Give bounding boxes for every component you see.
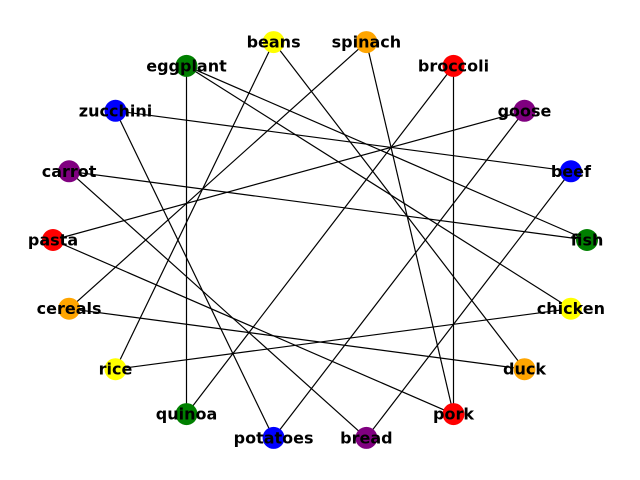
node-label-cereals: cereals — [37, 299, 102, 318]
edges-layer — [52, 41, 588, 439]
node-duck — [513, 358, 536, 381]
node-cereals — [58, 297, 81, 320]
node-label-duck: duck — [503, 360, 546, 379]
node-label-bread: bread — [340, 428, 392, 447]
edge-goose-pasta — [52, 110, 525, 241]
node-label-beef: beef — [551, 162, 592, 181]
edge-beef-zucchini — [115, 110, 571, 172]
node-label-broccoli: broccoli — [418, 56, 489, 75]
edge-potatoes-zucchini — [114, 110, 275, 439]
node-bread — [355, 426, 378, 449]
node-goose — [513, 99, 536, 122]
edge-chicken-eggplant — [186, 65, 572, 310]
edge-spinach-pork — [365, 41, 455, 415]
nodes-layer — [42, 31, 598, 449]
node-spinach — [355, 31, 378, 54]
node-label-eggplant: eggplant — [146, 56, 227, 75]
node-chicken — [559, 297, 582, 320]
node-label-pork: pork — [433, 405, 474, 424]
node-label-pasta: pasta — [28, 231, 78, 250]
edge-beans-rice — [114, 41, 275, 370]
node-pork — [442, 403, 465, 426]
node-label-carrot: carrot — [42, 162, 97, 181]
node-pasta — [42, 229, 64, 251]
edge-bread-carrot — [68, 170, 367, 439]
node-potatoes — [262, 426, 285, 449]
edge-goose-potatoes — [273, 110, 525, 439]
node-label-beans: beans — [247, 33, 301, 52]
node-eggplant — [175, 54, 198, 77]
node-label-chicken: chicken — [537, 299, 605, 318]
node-label-rice: rice — [99, 360, 133, 379]
edge-beans-duck — [273, 41, 525, 370]
node-label-fish: fish — [571, 231, 604, 250]
edge-spinach-cereals — [68, 41, 367, 310]
edge-fish-carrot — [69, 170, 588, 241]
node-beans — [262, 31, 285, 54]
node-label-potatoes: potatoes — [234, 428, 314, 447]
node-label-goose: goose — [498, 101, 552, 120]
node-label-spinach: spinach — [332, 33, 402, 52]
edge-chicken-rice — [115, 308, 571, 370]
node-broccoli — [442, 54, 465, 77]
node-label-zucchini: zucchini — [79, 101, 152, 120]
edge-duck-cereals — [69, 308, 525, 370]
node-beef — [559, 160, 582, 183]
node-carrot — [58, 160, 81, 183]
node-rice — [104, 358, 127, 381]
node-zucchini — [104, 99, 127, 122]
labels-layer: beans spinach broccoli goose beef fish chicken… — [28, 33, 605, 448]
node-label-quinoa: quinoa — [156, 405, 218, 424]
node-quinoa — [175, 403, 198, 426]
edge-bread-beef — [365, 170, 572, 439]
node-fish — [576, 229, 598, 251]
edge-quinoa-broccoli — [186, 65, 454, 415]
